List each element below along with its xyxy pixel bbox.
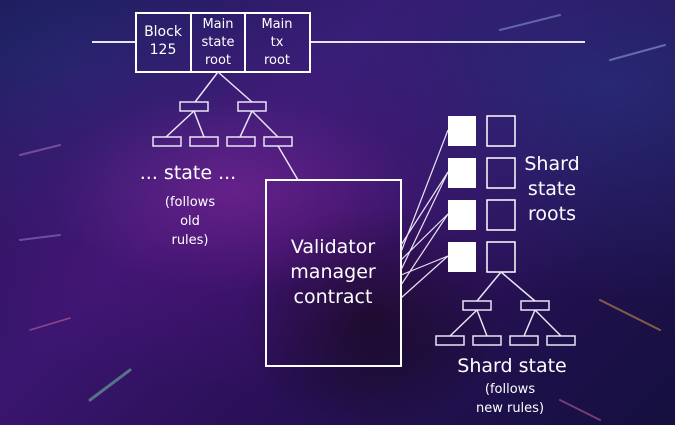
shard-root-empty [486,115,516,147]
shard-state-note-line-2: new rules) [476,401,544,416]
shard-state-note-line-1: (follows [485,382,535,397]
main-state-tree [152,71,299,181]
contract-label-line-1: Validator [291,236,376,258]
shard-root-filled [448,242,476,272]
shard-tree-node [462,300,492,311]
state-tree-leaf [189,136,219,147]
state-tree-node [179,101,209,112]
main-tx-root-box [244,12,311,73]
validator-manager-contract-box [265,179,402,367]
state-tree-node [237,101,267,112]
shard-root-empty [486,241,516,273]
main-state-note-line-1: (follows [165,195,215,210]
block-label-line-2: 125 [150,42,177,58]
header-chain: Block 125 Main state root Main tx root [92,12,585,73]
shard-root-empty [486,199,516,231]
shard-roots-line-3: roots [528,203,576,225]
shard-state-title: Shard state [457,355,566,377]
shard-root-grid [448,115,516,273]
shard-root-empty [486,157,516,189]
main-state-note-line-3: rules) [171,233,208,248]
state-tree-leaf [152,136,182,147]
main-state-title: ... state ... [140,162,236,184]
main-tx-root-line-1: Main [261,17,292,32]
contract-label-line-3: contract [294,286,373,308]
shard-tree-node [520,300,550,311]
contract-to-shard-connectors [400,129,449,299]
main-state-note-line-2: old [180,214,200,229]
shard-root-filled [448,116,476,146]
shard-tree-leaf [472,335,502,346]
shard-tree-leaf [546,335,576,346]
shard-roots-line-2: state [528,178,576,200]
state-tree-leaf [226,136,256,147]
shard-root-filled [448,158,476,188]
contract-label-line-2: manager [290,261,376,283]
background-streaks [19,14,666,421]
tree-to-contract-connector [277,145,299,181]
main-tx-root-line-2: tx [271,35,284,50]
shard-roots-line-1: Shard [524,153,579,175]
main-state-root-line-3: root [205,53,231,68]
shard-tree-leaf [435,335,465,346]
block-label-line-1: Block [144,24,183,40]
shard-state-tree [435,271,576,346]
shard-root-filled [448,200,476,230]
shard-tree-leaf [509,335,539,346]
main-state-root-line-2: state [202,35,235,50]
main-tx-root-line-3: root [264,53,290,68]
main-state-root-line-1: Main [202,17,233,32]
state-tree-leaf [263,136,293,147]
